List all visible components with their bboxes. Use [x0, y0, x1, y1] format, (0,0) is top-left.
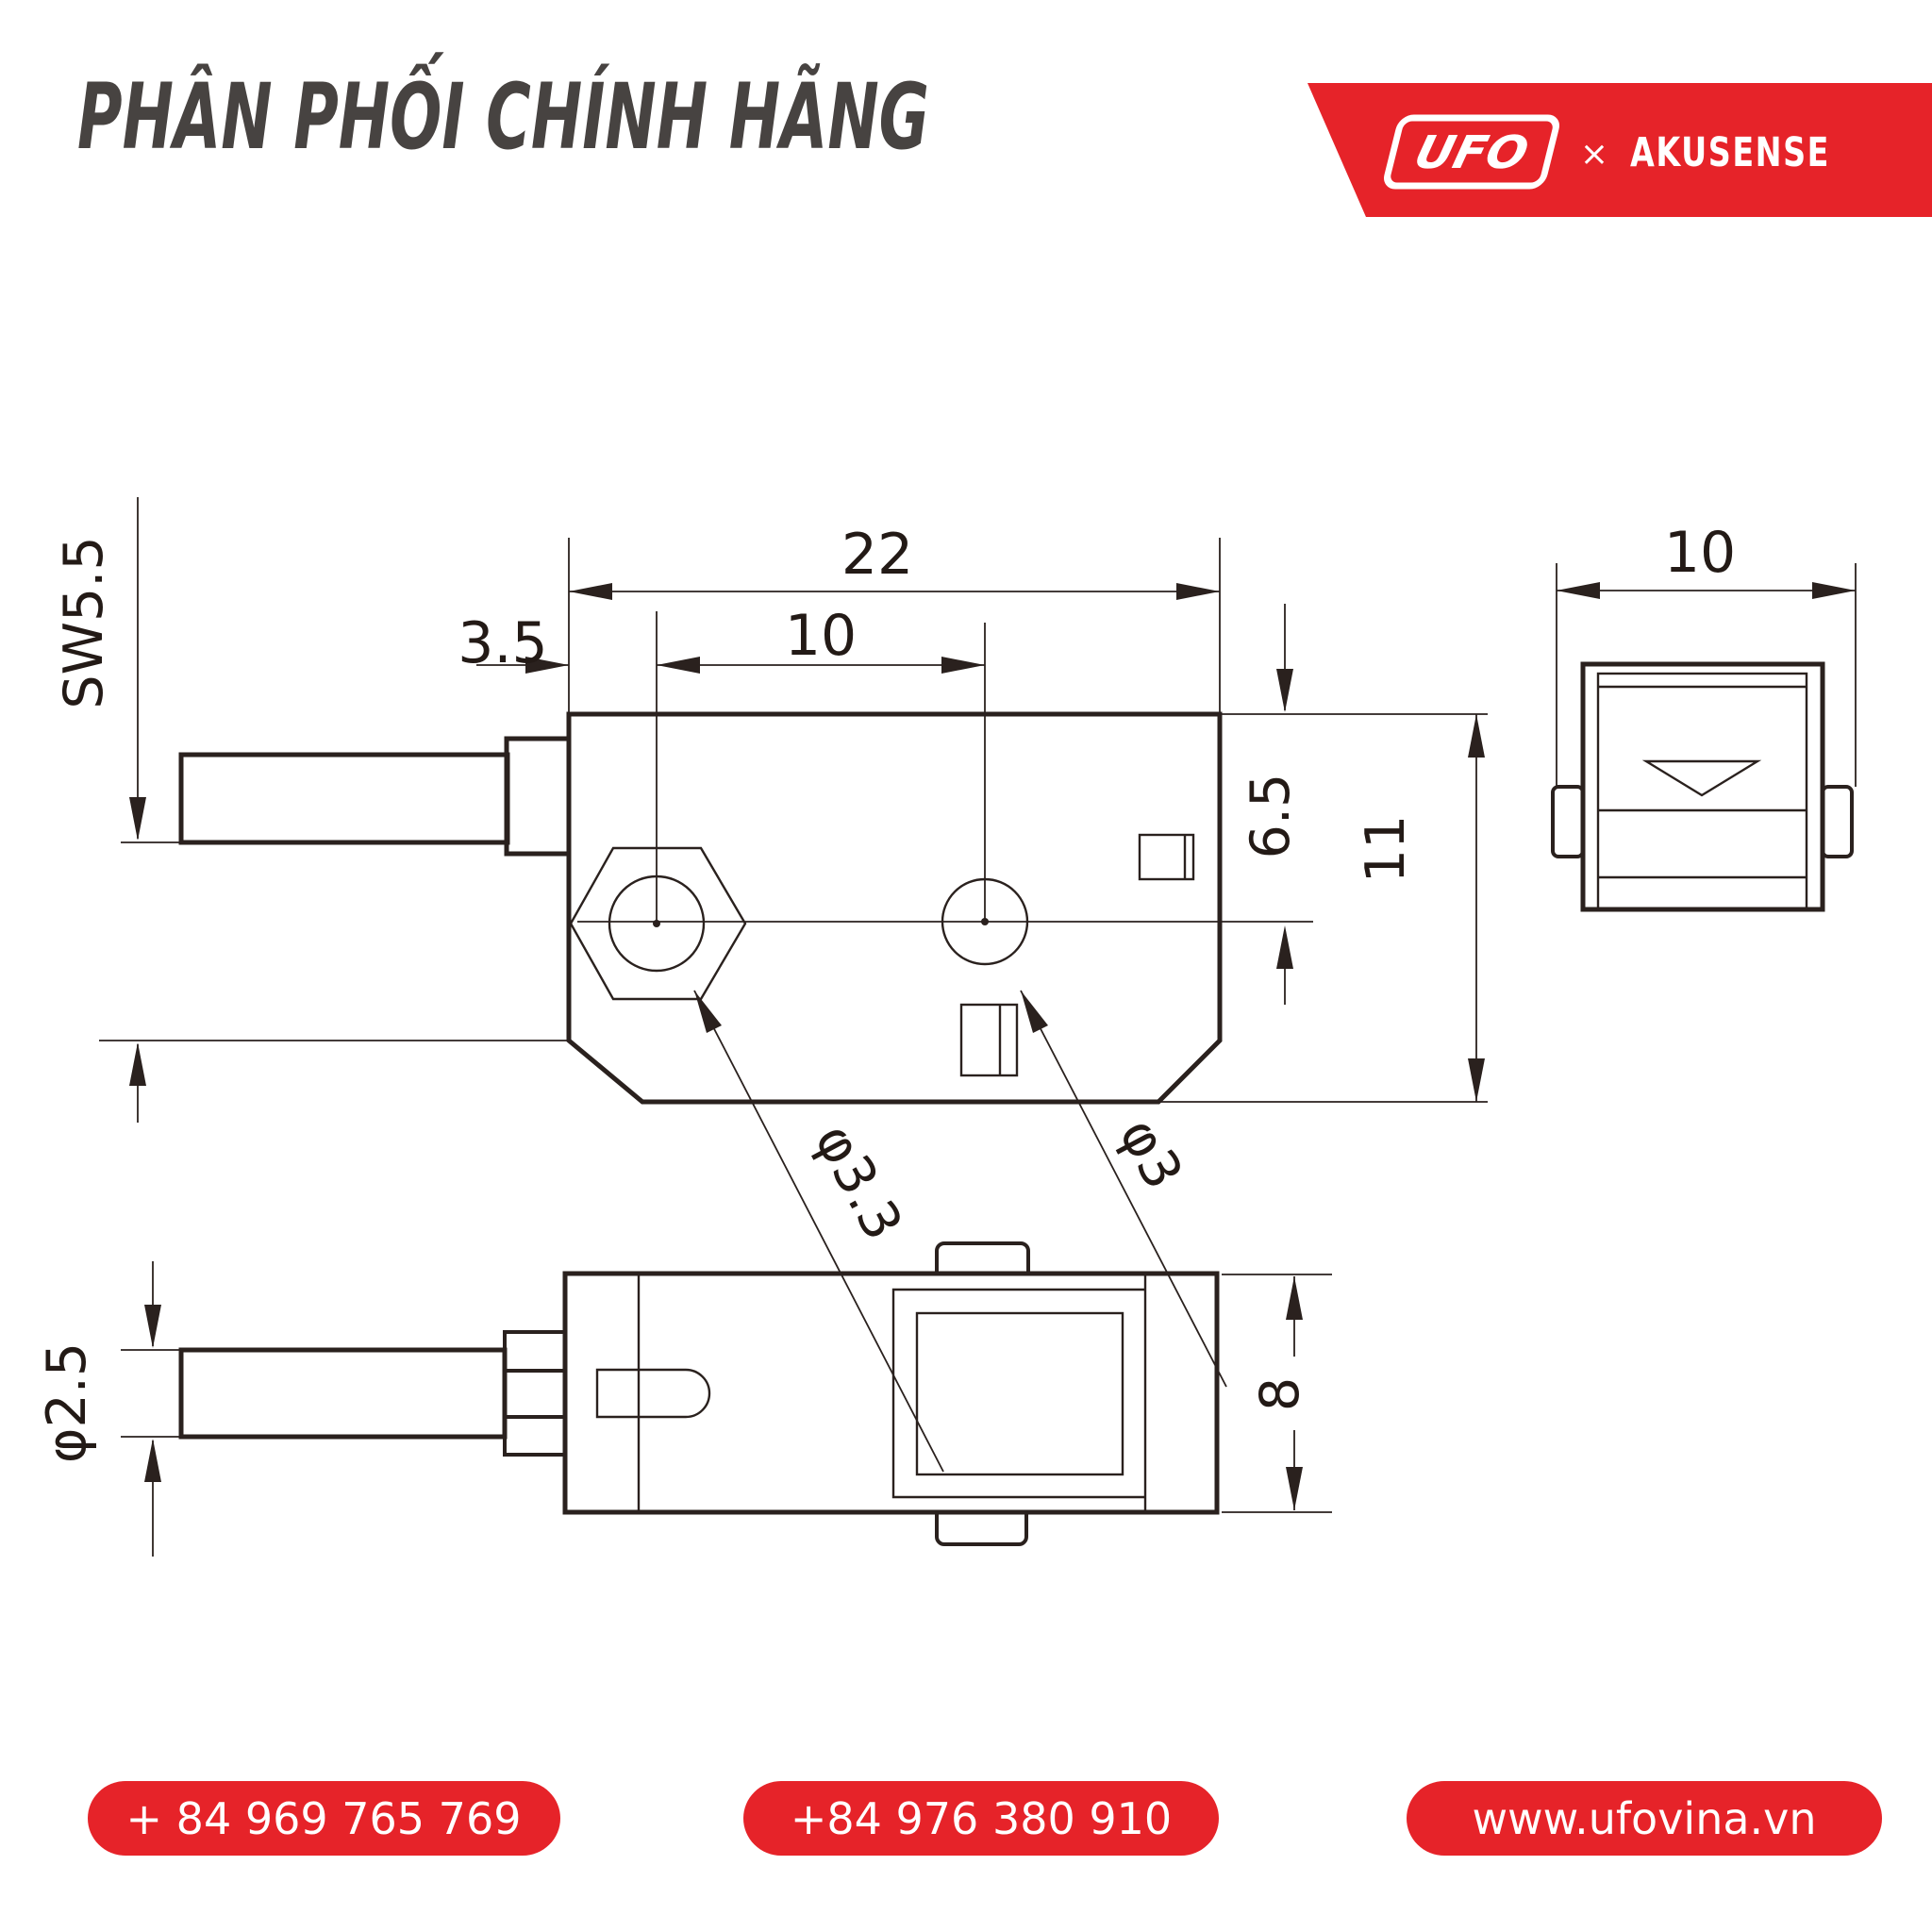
page-footer: + 84 969 765 769 +84 976 380 910 www.ufo… — [88, 1781, 1882, 1856]
indicator-window-upper — [1138, 833, 1195, 881]
bottom-view: φ2.5 8 — [36, 1241, 1332, 1557]
dim-8-label: 8 — [1249, 1377, 1311, 1411]
cable-connector-nut — [504, 736, 572, 857]
dim-front-10-label: 10 — [1664, 520, 1736, 586]
dim-depth-8: 8 — [1222, 1274, 1332, 1513]
dim-phi3-3-label: φ3.3 — [803, 1114, 914, 1250]
page-title: PHÂN PHỐI CHÍNH HÃNG — [77, 51, 929, 170]
front-view: 10 — [1551, 520, 1857, 912]
strain-relief-slot — [595, 1368, 711, 1419]
hex-nut — [569, 846, 747, 1001]
brand-separator-icon: × — [1580, 135, 1608, 174]
cable-pin-upper — [503, 1330, 567, 1373]
phone-button-1[interactable]: + 84 969 765 769 — [88, 1781, 560, 1856]
dim-height-11: 11 — [1158, 714, 1488, 1103]
ufo-logo: UFO — [1384, 114, 1559, 190]
phone-2-label: +84 976 380 910 — [791, 1793, 1172, 1844]
page-header: PHÂN PHỐI CHÍNH HÃNG UFO × AKUSENSE — [77, 51, 1932, 217]
ufo-logo-text: UFO — [1409, 127, 1534, 179]
bottom-body-outline — [562, 1271, 1220, 1515]
sensor-body-outline — [566, 711, 1223, 1105]
front-body-outline — [1580, 661, 1825, 912]
dim-width-22: 22 — [568, 522, 1221, 714]
top-button-bump — [935, 1241, 1030, 1274]
leader-lens-dia: φ3.3 — [693, 990, 944, 1473]
side-view: 22 3.5 10 SW5.5 — [53, 497, 1488, 1473]
dim-11-label: 11 — [1355, 815, 1417, 884]
front-left-tab — [1551, 785, 1585, 858]
dim-22-label: 22 — [841, 522, 913, 588]
banner-ribbon — [1307, 83, 1932, 217]
front-inner-face — [1596, 672, 1808, 911]
dim-10-label: 10 — [785, 603, 857, 669]
dim-cable-dia-2-5: φ2.5 — [36, 1261, 179, 1557]
brand-banner: UFO × AKUSENSE — [1307, 83, 1932, 217]
front-right-tab — [1821, 785, 1854, 858]
dim-front-width-10: 10 — [1556, 520, 1857, 787]
front-triangle-marker — [1641, 759, 1762, 797]
website-label: www.ufovina.vn — [1472, 1793, 1816, 1844]
dim-wrench-sw5-5: SW5.5 — [53, 497, 569, 1123]
dim-phi2-5-label: φ2.5 — [36, 1342, 98, 1463]
akusense-wordmark: AKUSENSE — [1630, 129, 1830, 176]
display-window-outer — [891, 1288, 1145, 1499]
cable — [178, 752, 510, 845]
dim-3-5-label: 3.5 — [458, 610, 547, 676]
dim-offset-3-5: 3.5 10 — [458, 603, 986, 924]
bottom-cable — [178, 1347, 508, 1440]
bottom-button-bump — [935, 1512, 1028, 1546]
phone-1-label: + 84 969 765 769 — [126, 1793, 522, 1844]
dim-center-height-6-5: 6.5 — [1220, 604, 1488, 1005]
phone-button-2[interactable]: +84 976 380 910 — [743, 1781, 1219, 1856]
dim-sw5-5-label: SW5.5 — [53, 536, 115, 708]
dim-6-5-label: 6.5 — [1240, 774, 1302, 859]
display-window-inner — [915, 1311, 1124, 1476]
website-button[interactable]: www.ufovina.vn — [1407, 1781, 1882, 1856]
indicator-window-lower — [959, 1003, 1019, 1077]
dim-phi3-label: φ3 — [1107, 1108, 1194, 1199]
cable-pin-lower — [503, 1415, 567, 1457]
